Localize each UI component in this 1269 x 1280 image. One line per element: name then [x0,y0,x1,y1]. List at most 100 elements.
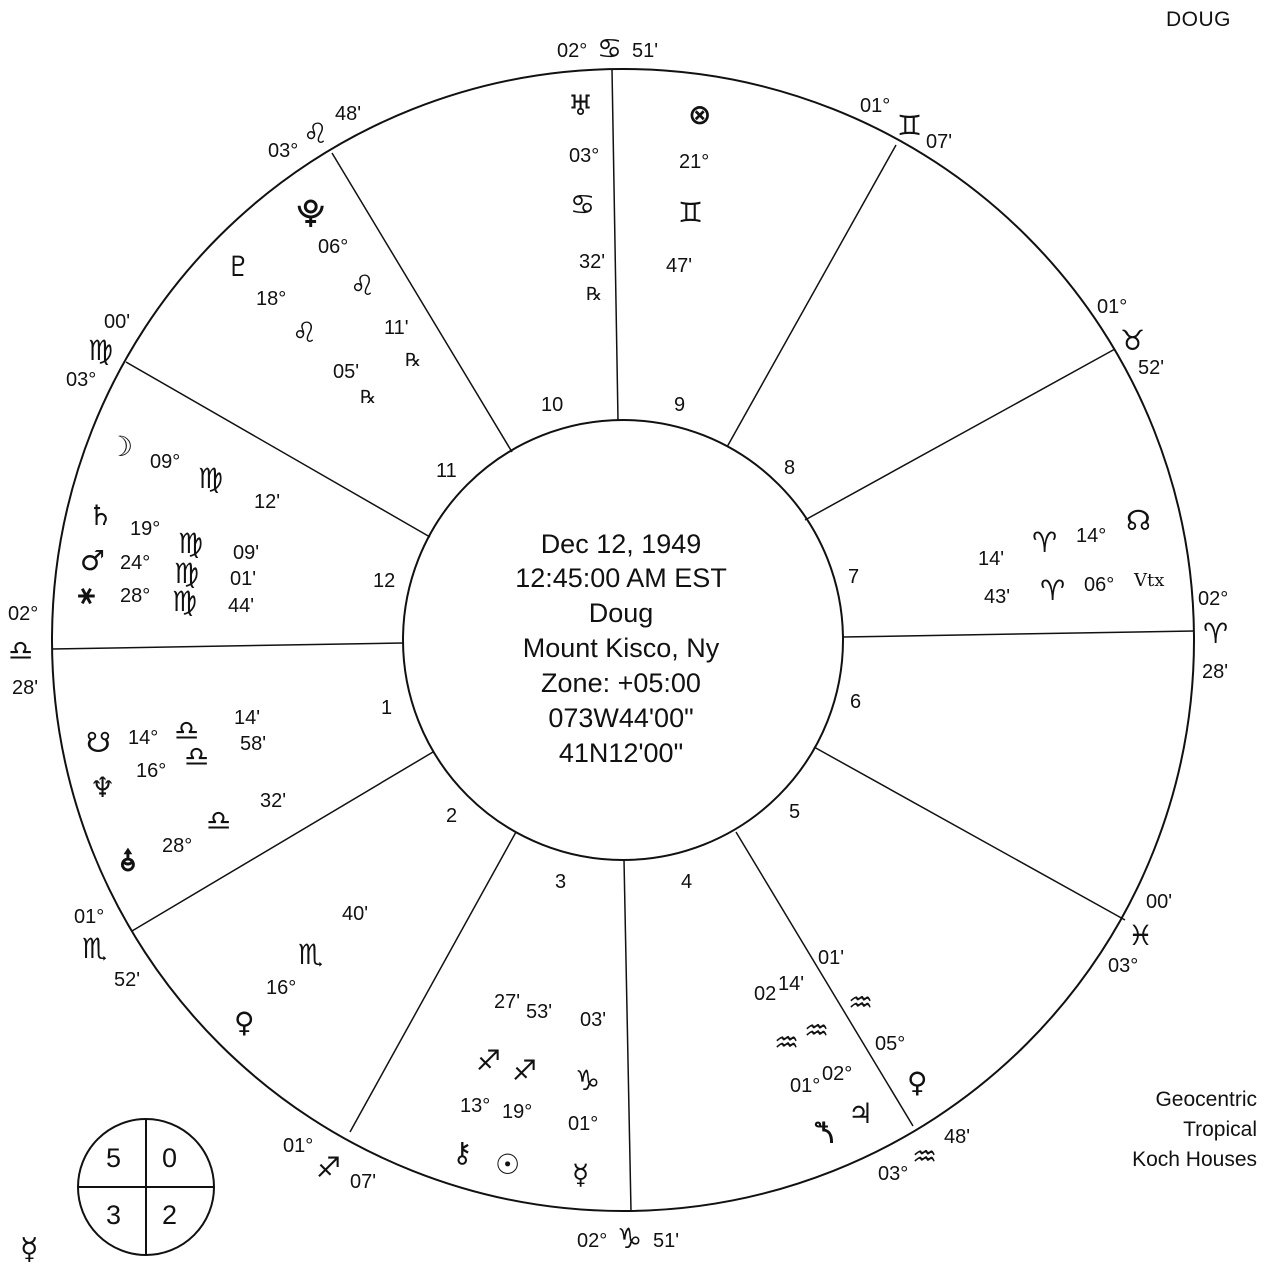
element-count-bottom-right: 2 [162,1200,177,1230]
house-number-10: 10 [541,394,563,416]
house-number-8: 8 [784,457,795,479]
pluto-icon: ♇ [226,250,251,283]
venus-scorpio-degree: 16° [266,977,296,999]
cusp-line-7 [842,630,1195,638]
chiron-degree: 13° [460,1095,490,1117]
south-node-minutes: 14' [234,707,260,729]
ceres-sign-libra-icon: ♎ [206,804,231,837]
south-node-degree: 14° [128,727,158,749]
cusp-11-minutes: 48' [335,103,361,125]
birth-time: 12:45:00 AM EST [515,563,727,593]
birth-place: Mount Kisco, Ny [523,633,720,663]
cusp-4-degree: 02° [577,1230,607,1252]
mercury-icon: ☿ [572,1158,589,1191]
mars-sign-virgo-icon: ♍ [174,557,199,590]
aries-icon: ♈ [1203,617,1228,650]
time-zone: Zone: +05:00 [541,668,701,698]
north-node-degree: 14° [1076,525,1106,547]
chart-house-system: Koch Houses [1132,1148,1257,1171]
vertex-sign-aries-icon: ♈ [1040,574,1065,607]
neptune-sign-libra-icon: ♎ [184,740,209,773]
latitude: 41N12'00" [559,738,683,768]
outer-wheel-circle [51,68,1195,1212]
neptune-minutes: 58' [240,733,266,755]
house-number-3: 3 [555,871,566,893]
sun-degree: 19° [502,1101,532,1123]
asteroid-minutes: 44' [228,595,254,617]
vertex-label: Vtx [1133,570,1164,591]
element-count-top-left: 5 [106,1143,121,1173]
birth-date: Dec 12, 1949 [541,529,702,559]
mercury-ruler-icon: ☿ [20,1232,39,1267]
house-number-2: 2 [446,805,457,827]
house-cusp-lines [51,68,1195,1212]
aquarius-icon: ♒ [912,1140,937,1173]
saturn-degree: 19° [130,518,160,540]
moon-degree: 09° [150,451,180,473]
house-number-7: 7 [848,566,859,588]
moon-icon: ☽ [108,430,133,463]
uranus-icon: ♅ [568,89,593,122]
virgo-icon: ♍ [88,334,113,367]
venus-sign-scorpio-icon: ♏ [298,938,323,971]
eris-sign-leo-icon: ♌ [350,269,375,302]
pluto-degree: 18° [256,288,286,310]
uranus-retrograde-icon: ℞ [586,284,602,305]
mercury-minutes: 03' [580,1009,606,1031]
north-node-icon: ☊ [1126,504,1151,537]
house-number-9: 9 [674,394,685,416]
longitude: 073W44'00" [548,703,693,733]
fortune-sign-gemini-icon: ♊ [678,196,703,229]
south-node-sign-libra-icon: ♎ [174,714,199,747]
planet-placements: ♅ 03° ♋ 32' ℞ ⊗ 21° ♊ 47' ⯓ 06° ♌ 11' ℞ … [78,89,1164,1191]
cusp-7-minutes: 28' [1202,661,1228,683]
cusp-labels: 02° ♋ 51' 01° ♊ 07' 01° ♉ 52' 02° ♈ 28' … [8,32,1228,1255]
house-number-1: 1 [381,697,392,719]
saturn-sign-virgo-icon: ♍ [178,527,203,560]
cusp-line-11 [331,152,513,453]
sun-sign-sagittarius-icon: ♐ [512,1054,537,1087]
fortune-degree: 21° [679,151,709,173]
cusp-3-minutes: 07' [350,1171,376,1193]
sun-minutes: 53' [526,1001,552,1023]
vesta-icon: ⯲ [814,1116,834,1149]
fortune-minutes: 47' [666,255,692,277]
vesta-degree: 02° [822,1063,852,1085]
pluto-sign-leo-icon: ♌ [292,316,317,349]
uranus-minutes: 32' [579,251,605,273]
leo-icon: ♌ [303,117,328,150]
sagittarius-icon: ♐ [316,1151,341,1184]
cusp-9-degree: 01° [860,95,890,117]
house-number-12: 12 [373,570,395,592]
chiron-icon: ⚷ [452,1136,473,1169]
pluto-minutes: 05' [333,361,359,383]
chart-settings: Geocentric Tropical Koch Houses [1132,1085,1257,1175]
cusp-1-minutes: 28' [12,677,38,699]
cancer-icon: ♋ [597,32,622,65]
cusp-5-minutes: 48' [944,1126,970,1148]
house-number-5: 5 [789,801,800,823]
venus-aquarius-degree: 05° [875,1033,905,1055]
element-count-bottom-left: 3 [106,1200,121,1230]
mercury-sign-capricorn-icon: ♑ [575,1064,600,1097]
venus-scorpio-icon: ♀ [234,1006,255,1039]
cusp-6-degree: 03° [1108,955,1138,977]
cusp-line-1 [51,642,404,650]
mars-minutes: 01' [230,568,256,590]
mercury-degree: 01° [568,1113,598,1135]
mars-icon: ♂ [80,544,105,577]
venus-aquarius-icon: ♀ [907,1066,928,1099]
jupiter-sign-aquarius-icon: ♒ [774,1026,799,1059]
vertex-minutes: 43' [984,586,1010,608]
scorpio-icon: ♏ [82,932,107,965]
mars-degree: 24° [120,552,150,574]
vertex-degree: 06° [1084,574,1114,596]
saturn-minutes: 09' [233,542,259,564]
cusp-1-degree: 02° [8,603,38,625]
cusp-line-6 [813,746,1126,921]
chiron-sign-sagittarius-icon: ♐ [476,1044,501,1077]
chart-zodiac-tropical: Tropical [1183,1118,1257,1141]
pisces-icon: ♓ [1128,919,1153,952]
birth-data-block: Dec 12, 1949 12:45:00 AM EST Doug Mount … [515,529,727,768]
